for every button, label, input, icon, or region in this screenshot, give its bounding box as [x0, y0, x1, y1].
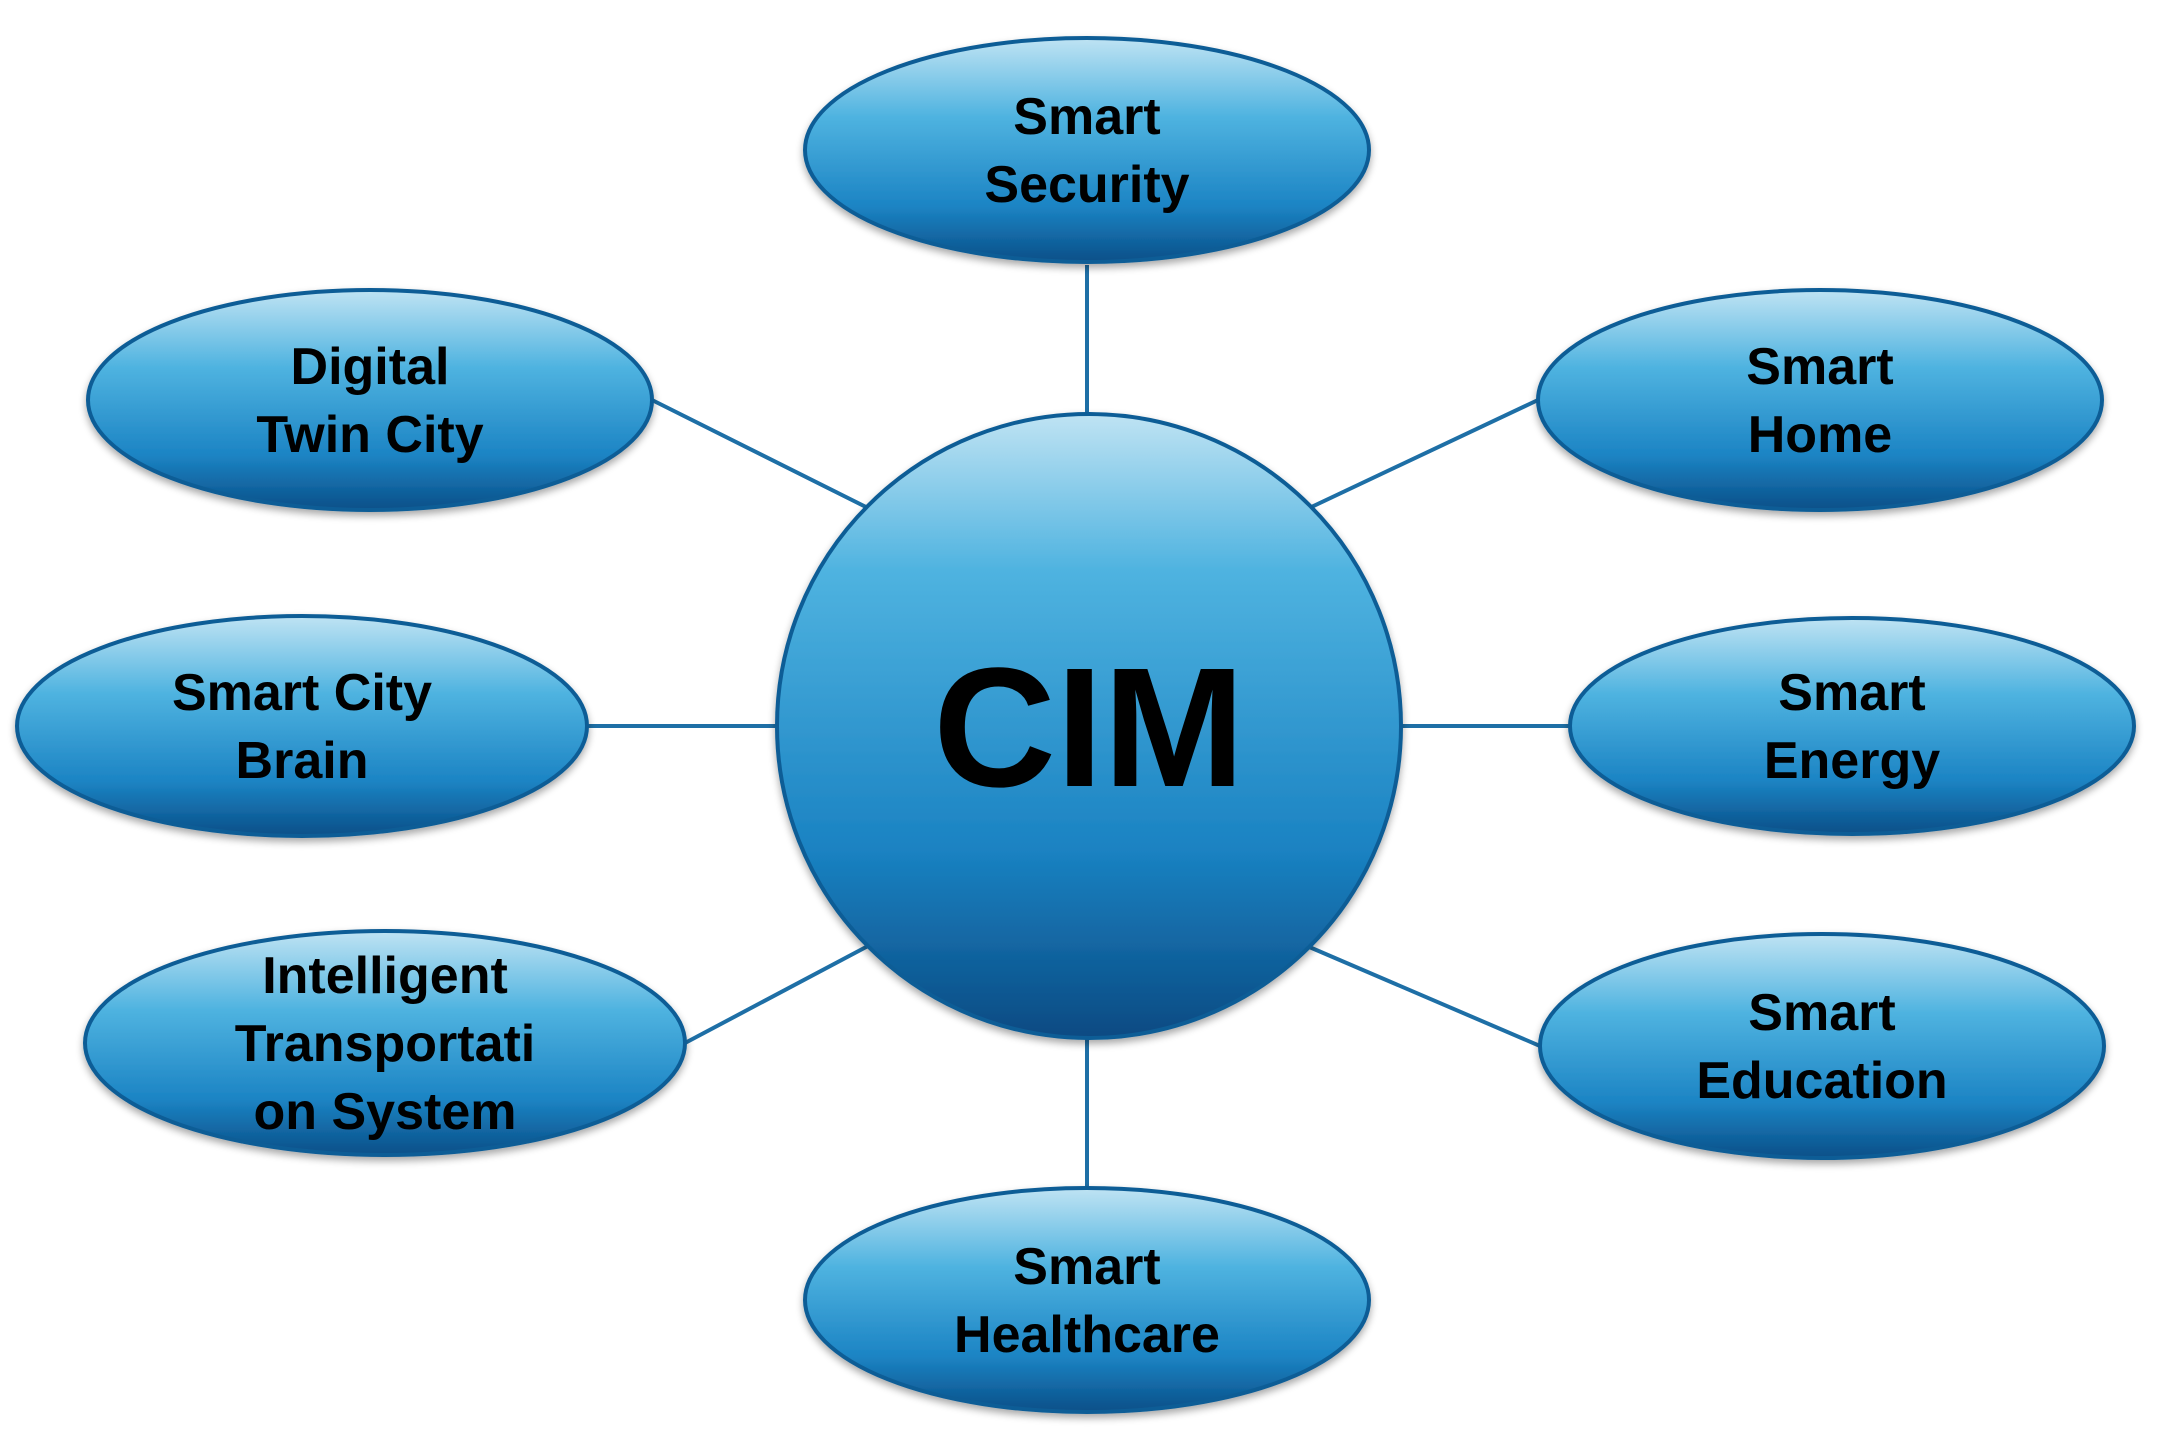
- connector-smart-education: [1306, 944, 1541, 1048]
- node-ellipse-intelligent-transportation-system: [83, 929, 687, 1157]
- connectors: [587, 265, 1572, 1188]
- hub-circle: [775, 412, 1403, 1040]
- node-label-smart-security-line-2: Security: [984, 156, 1189, 214]
- node-ellipse-smart-city-brain: [15, 614, 589, 838]
- node-label-digital-twin-city-line-1: Digital: [291, 338, 450, 396]
- node-label-smart-home-line-2: Home: [1748, 406, 1892, 464]
- hub: CIM: [775, 412, 1403, 1040]
- node-label-smart-city-brain-line-1: Smart City: [172, 664, 432, 722]
- connector-intelligent-transportation-system: [684, 944, 869, 1045]
- node-ellipse-smart-security: [803, 36, 1371, 264]
- node-label-intelligent-transportation-system-line-1: Intelligent: [262, 947, 508, 1005]
- node-ellipse-smart-energy: [1568, 616, 2136, 836]
- nodes: SmartSecuritySmartHomeSmartEnergySmartEd…: [15, 36, 2136, 1414]
- node-ellipse-smart-home: [1536, 288, 2104, 512]
- connector-smart-home: [1304, 398, 1539, 512]
- node-label-intelligent-transportation-system-line-2: Transportati: [235, 1015, 536, 1073]
- node-label-smart-security-line-1: Smart: [1013, 88, 1160, 146]
- node-label-smart-education-line-2: Education: [1696, 1052, 1947, 1110]
- node-ellipse-digital-twin-city: [86, 288, 654, 512]
- node-label-smart-healthcare-line-2: Healthcare: [954, 1306, 1220, 1364]
- connector-digital-twin-city: [651, 398, 869, 510]
- node-label-smart-healthcare-line-1: Smart: [1013, 1238, 1160, 1296]
- node-ellipse-smart-education: [1538, 932, 2106, 1160]
- node-label-digital-twin-city-line-2: Twin City: [256, 406, 483, 464]
- hub-label: CIM: [933, 633, 1245, 823]
- node-label-smart-energy-line-1: Smart: [1778, 664, 1925, 722]
- node-label-intelligent-transportation-system-line-3: on System: [254, 1083, 517, 1141]
- node-label-smart-city-brain-line-2: Brain: [236, 732, 369, 790]
- node-label-smart-energy-line-2: Energy: [1764, 732, 1940, 790]
- node-label-smart-home-line-1: Smart: [1746, 338, 1893, 396]
- node-ellipse-smart-healthcare: [803, 1186, 1371, 1414]
- node-label-smart-education-line-1: Smart: [1748, 984, 1895, 1042]
